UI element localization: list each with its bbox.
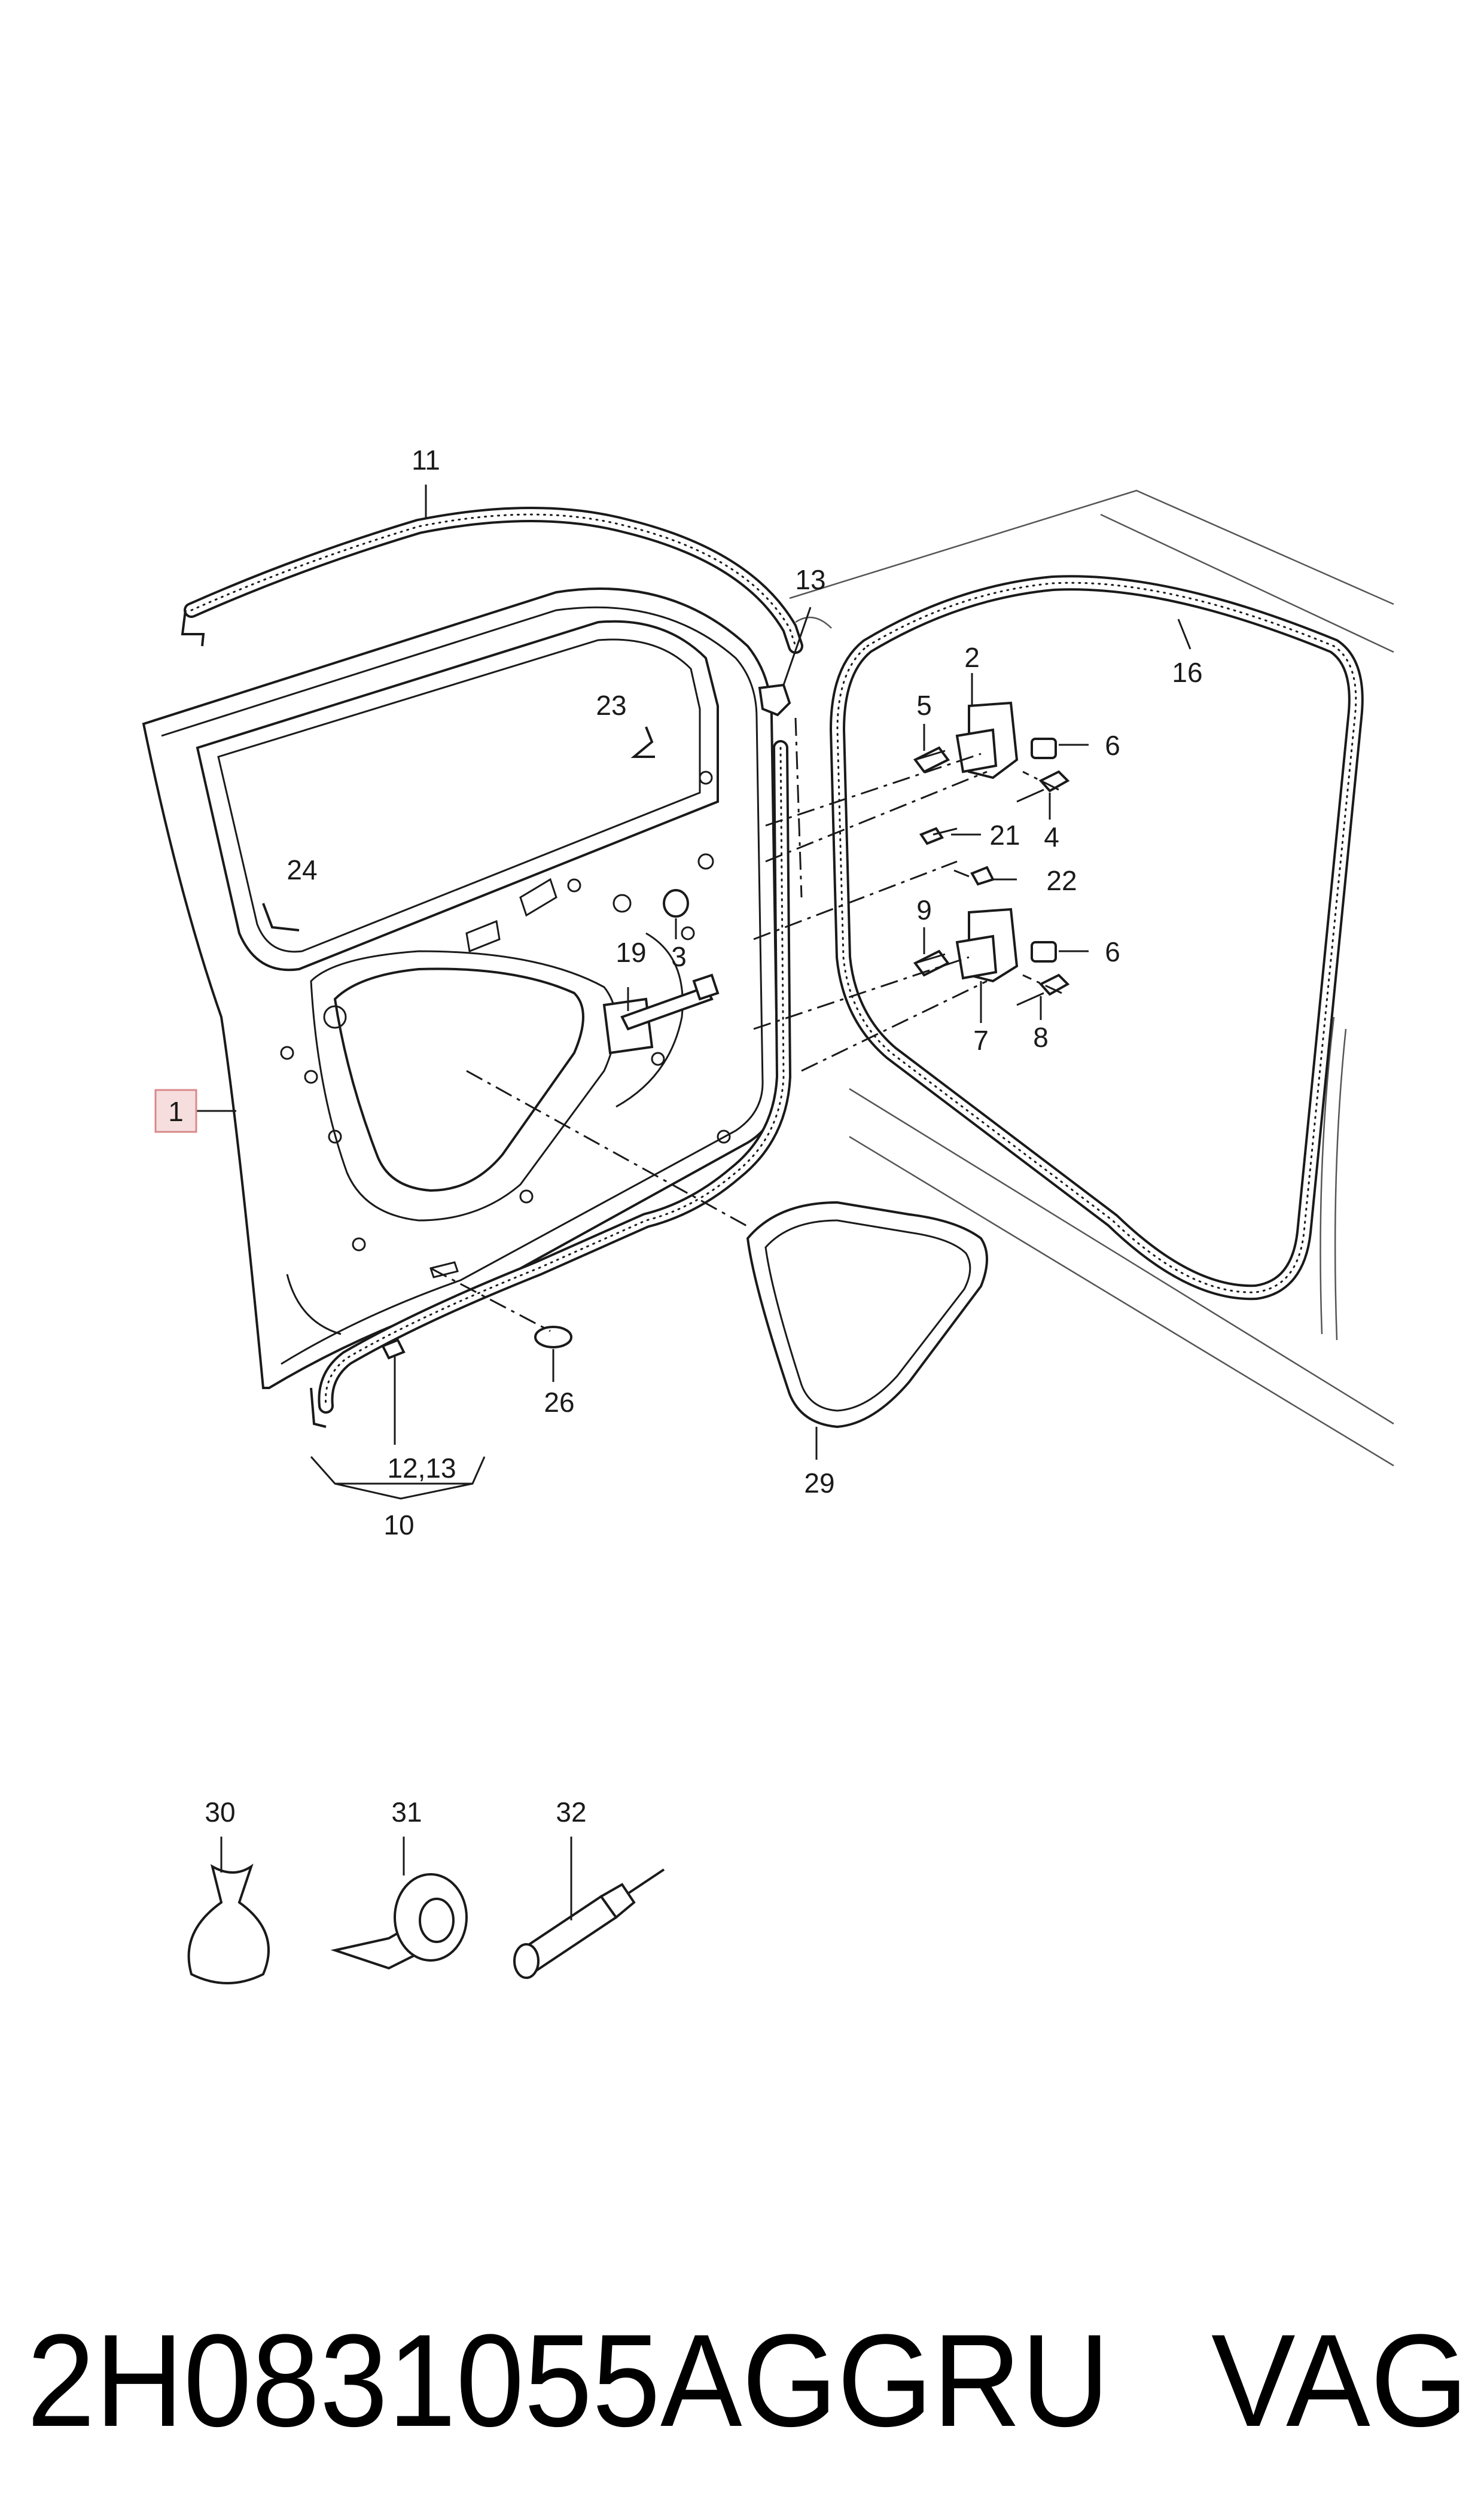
callout-labels: 1 2 3 4 5 6 6 7 8 9 10 11 12,13 13 16 19… [154, 444, 1203, 1828]
callout-1-highlight [154, 1089, 197, 1133]
adhesive-tape-roll-icon [330, 1837, 468, 1970]
callout-23: 23 [596, 690, 626, 721]
callout-11: 11 [412, 444, 440, 476]
callout-29: 29 [804, 1467, 834, 1499]
callout-12-13: 12,13 [387, 1453, 456, 1484]
callout-24: 24 [287, 854, 317, 885]
callout-8: 8 [1033, 1022, 1049, 1053]
vehicle-body-outline [789, 489, 1394, 1467]
callout-30: 30 [205, 1797, 235, 1828]
assembly-lines [430, 717, 1062, 1332]
door-shell [142, 587, 779, 1389]
door-check-strap [602, 973, 720, 1055]
callout-13: 13 [795, 564, 825, 595]
callout-32: 32 [556, 1797, 586, 1828]
leader-lines [179, 485, 1192, 1500]
callout-26: 26 [544, 1387, 574, 1418]
callout-2: 2 [964, 642, 980, 673]
callout-31: 31 [391, 1797, 422, 1828]
callout-19: 19 [615, 937, 646, 968]
footer: 2H0831055AGGRU VAG [27, 2307, 1468, 2454]
callout-6b: 6 [1105, 936, 1120, 967]
callout-16: 16 [1172, 657, 1202, 688]
part-number: 2H0831055AGGRU [27, 2307, 1110, 2454]
callout-22: 22 [1046, 865, 1077, 896]
trim-panel-29 [746, 1201, 988, 1429]
callout-10: 10 [383, 1509, 414, 1540]
door-opening-seal [830, 575, 1364, 1301]
sealant-bag-icon [187, 1837, 270, 1984]
grease-applicator-icon [513, 1837, 665, 1979]
brand-name: VAG [1211, 2307, 1468, 2454]
window-top-seal [181, 507, 803, 654]
callout-21: 21 [989, 820, 1020, 851]
callout-9: 9 [916, 894, 932, 925]
seal-clip-13 [758, 683, 791, 717]
upper-hinge [913, 701, 1070, 886]
callout-3: 3 [671, 941, 687, 972]
callout-4: 4 [1044, 821, 1059, 852]
callout-1: 1 [168, 1096, 184, 1127]
small-door-parts [262, 726, 689, 1428]
callout-7: 7 [973, 1025, 989, 1056]
callout-5: 5 [916, 690, 932, 721]
lower-hinge [913, 908, 1070, 1006]
callout-6a: 6 [1105, 730, 1120, 761]
door-lower-seal [318, 740, 791, 1414]
